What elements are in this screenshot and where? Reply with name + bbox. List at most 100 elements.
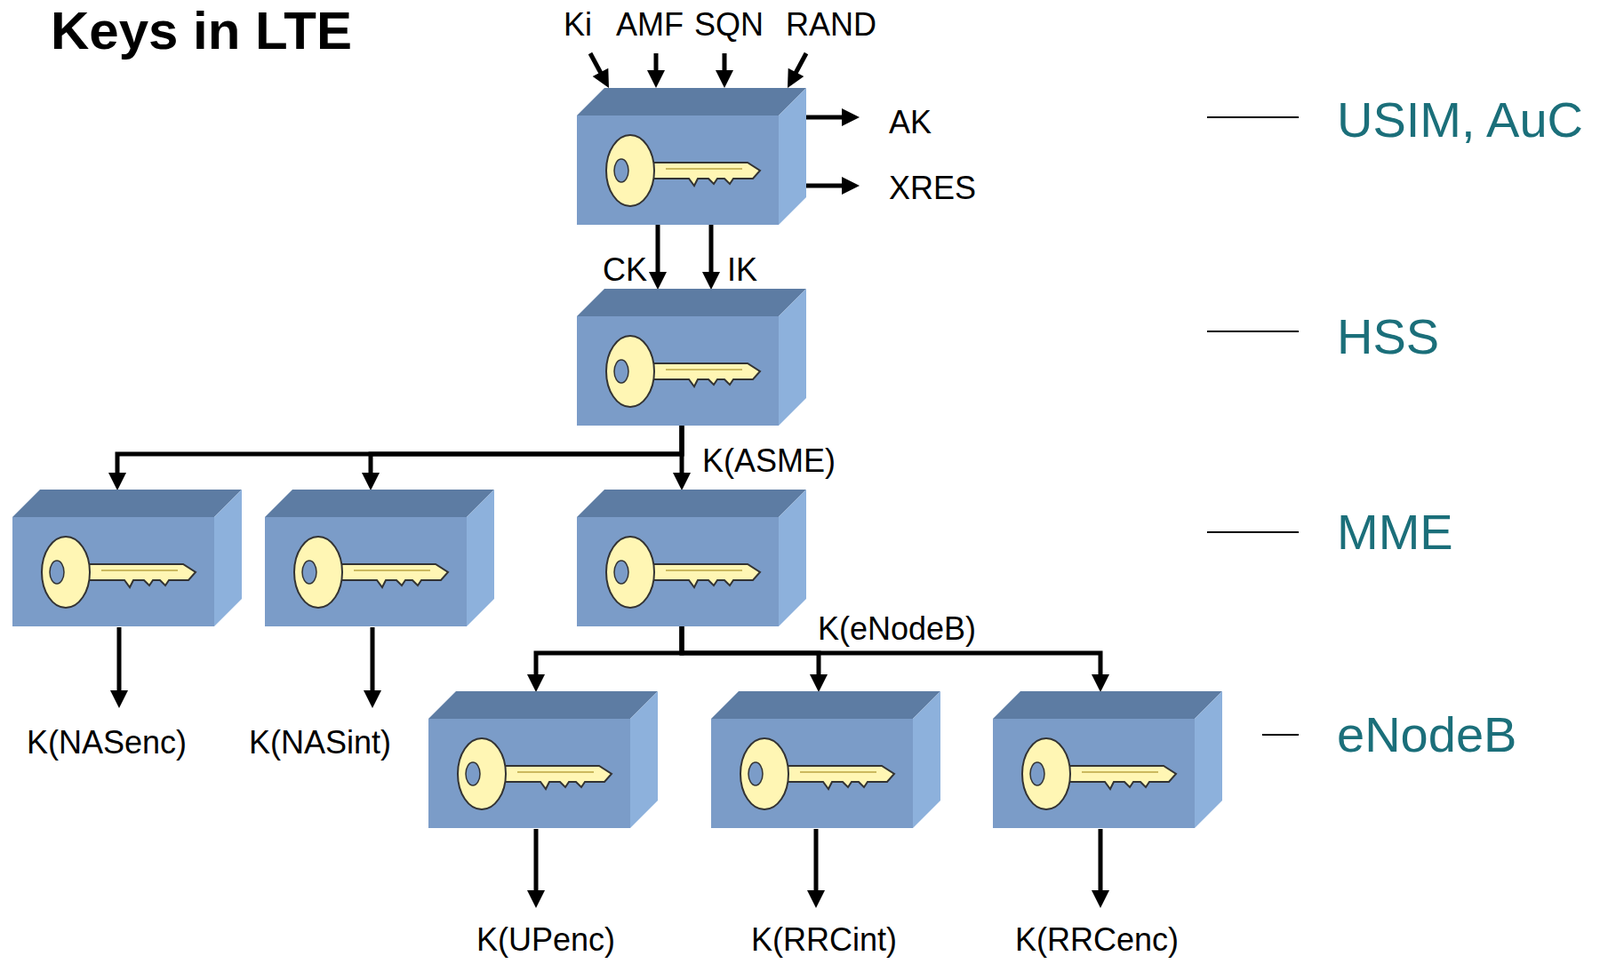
box-top-face	[12, 489, 242, 518]
key-derivation-arrow	[370, 425, 682, 475]
key-blade	[651, 363, 760, 387]
key-head	[294, 536, 343, 608]
key-derivation-arrow	[536, 626, 682, 677]
box-top-face	[992, 691, 1223, 720]
output-name: XRES	[888, 169, 976, 207]
key-icon	[606, 336, 760, 408]
input-arrow	[654, 53, 659, 72]
key-head	[606, 536, 655, 608]
key-groove	[800, 771, 877, 774]
arrow-head	[110, 690, 128, 709]
input-name: Ki	[563, 6, 592, 43]
arrow-head	[363, 690, 382, 709]
arrow-head	[807, 890, 825, 909]
key-groove	[353, 569, 431, 572]
arrow-head	[592, 68, 609, 88]
key-derivation-arrow	[709, 224, 714, 274]
key-blade	[785, 766, 895, 790]
output-arrow	[117, 627, 122, 693]
key-hole	[614, 560, 629, 584]
key-blade	[503, 766, 612, 790]
key-derivation-arrow	[656, 224, 661, 274]
level-name: MME	[1336, 504, 1454, 561]
leader-line	[1207, 330, 1299, 333]
key-derivation-arrow	[117, 425, 682, 475]
key-icon	[457, 738, 612, 810]
key-blade	[1067, 766, 1176, 790]
key-box-drawing	[576, 88, 807, 225]
box-side-face	[214, 489, 242, 627]
key-hole	[1030, 762, 1045, 786]
box-front-face	[576, 316, 779, 426]
box-top-face	[576, 288, 807, 317]
output-arrow	[370, 627, 376, 693]
key-box	[12, 489, 242, 627]
key-blade	[651, 564, 760, 588]
box-top-face	[576, 88, 807, 116]
key-head	[41, 536, 90, 608]
key-box	[992, 691, 1223, 829]
arrow-head	[527, 890, 545, 909]
key-icon	[606, 135, 760, 207]
arrow-head	[1091, 890, 1110, 909]
key-icon	[294, 536, 448, 608]
key-box	[576, 288, 807, 426]
edge-label: K(ASME)	[702, 442, 836, 480]
leader-line	[1262, 734, 1299, 736]
key-icon	[1022, 738, 1176, 810]
key-box	[576, 88, 807, 225]
key-name: K(RRCenc)	[1015, 921, 1179, 959]
arrow-head	[841, 176, 860, 195]
key-icon	[740, 738, 895, 810]
level-name: USIM, AuC	[1336, 91, 1584, 149]
edge-label: IK	[727, 251, 758, 288]
arrow-head	[787, 68, 804, 88]
key-groove	[665, 168, 743, 170]
key-hole	[465, 762, 480, 786]
input-name: AMF	[616, 6, 684, 43]
key-blade	[339, 564, 448, 588]
box-side-face	[778, 88, 807, 225]
input-arrow	[795, 53, 808, 74]
key-blade	[651, 162, 760, 186]
box-top-face	[264, 489, 495, 518]
key-box-drawing	[711, 691, 941, 829]
key-box	[264, 489, 495, 627]
key-box-drawing	[992, 691, 1223, 829]
arrow-head	[841, 108, 860, 127]
key-name: K(NASenc)	[26, 724, 187, 761]
box-side-face	[778, 288, 807, 426]
box-top-face	[711, 691, 941, 720]
key-head	[457, 738, 506, 810]
level-name: eNodeB	[1336, 706, 1517, 764]
box-front-face	[576, 115, 779, 225]
key-name: K(NASint)	[248, 724, 392, 761]
box-side-face	[630, 691, 658, 829]
key-box-drawing	[264, 489, 495, 627]
output-name: AK	[888, 104, 932, 141]
arrow-head	[647, 70, 665, 88]
key-icon	[41, 536, 196, 608]
leader-line	[1207, 531, 1299, 534]
key-box	[711, 691, 941, 829]
edge-label: CK	[602, 251, 648, 288]
input-name: RAND	[785, 6, 877, 43]
level-leader-lines	[1207, 117, 1299, 736]
key-blade	[87, 564, 196, 588]
key-groove	[1081, 771, 1159, 774]
output-arrow	[814, 829, 819, 893]
input-arrow	[722, 53, 728, 72]
box-front-face	[428, 719, 631, 829]
box-side-face	[778, 489, 807, 627]
box-front-face	[711, 719, 913, 829]
key-box	[576, 489, 807, 627]
box-side-face	[466, 489, 495, 627]
leader-line	[1207, 116, 1299, 119]
key-box-drawing	[428, 691, 658, 829]
key-derivation-arrow	[680, 425, 685, 475]
output-arrow	[534, 829, 539, 893]
box-side-face	[912, 691, 941, 829]
key-hole	[302, 560, 317, 584]
